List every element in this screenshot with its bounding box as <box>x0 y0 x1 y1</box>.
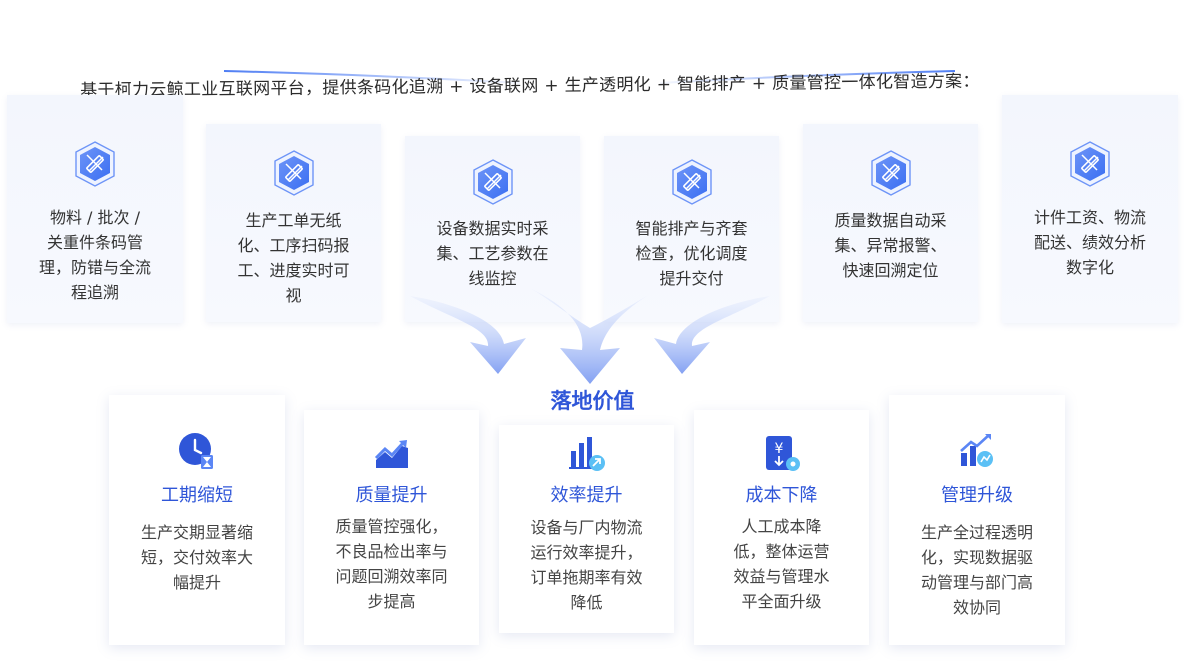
solution-text: 生产工单无纸化、工序扫码报工、进度实时可视 <box>224 208 363 308</box>
solution-card-4: 智能排产与齐套检查，优化调度提升交付 <box>604 136 779 322</box>
pencil-ruler-icon <box>670 158 714 206</box>
bar-chart-arrow-icon <box>567 433 607 473</box>
value-title-text: 效率提升 <box>550 485 623 506</box>
value-card-5: 管理升级生产全过程透明化，实现数据驱动管理与部门高效协同 <box>889 395 1065 645</box>
value-description-line: 动管理与部门高 <box>920 573 1033 592</box>
solution-card-3: 设备数据实时采集、工艺参数在线监控 <box>405 136 580 322</box>
value-description: 生产全过程透明化，实现数据驱动管理与部门高效协同 <box>909 520 1045 620</box>
solution-text-line: 提升交付 <box>659 269 724 288</box>
solution-text-line: 设备数据实时采 <box>436 219 549 238</box>
arrow-left <box>410 296 526 374</box>
value-description-line: 生产全过程透明 <box>920 523 1033 542</box>
yen-gear-icon: ¥ <box>762 434 802 474</box>
value-description-line: 幅提升 <box>172 573 221 592</box>
solution-text: 质量数据自动采集、异常报警、快速回溯定位 <box>821 208 960 283</box>
solution-text-line: 物料 / 批次 / <box>49 208 141 227</box>
solution-text-line: 智能排产与齐套 <box>635 219 748 238</box>
growth-chart-icon <box>957 431 997 471</box>
solution-text: 计件工资、物流配送、绩效分析数字化 <box>1020 205 1160 280</box>
solution-text-line: 化、工序扫码报 <box>237 236 350 255</box>
solution-text-line: 快速回溯定位 <box>842 261 939 280</box>
solution-text-line: 配送、绩效分析 <box>1033 233 1146 252</box>
solution-text-line: 数字化 <box>1065 258 1114 277</box>
solution-text-line: 质量数据自动采 <box>834 211 947 230</box>
solution-card-2: 生产工单无纸化、工序扫码报工、进度实时可视 <box>206 124 381 322</box>
arrow-right <box>654 296 770 374</box>
value-card-1: 工期缩短生产交期显著缩短，交付效率大幅提升 <box>109 395 285 645</box>
value-title-text: 成本下降 <box>745 485 818 506</box>
value-title-text: 工期缩短 <box>161 485 233 506</box>
solution-text: 设备数据实时采集、工艺参数在线监控 <box>423 216 562 291</box>
solution-text: 物料 / 批次 / 关重件条码管理，防错与全流程追溯 <box>25 205 165 305</box>
value-description-line: 不良品检出率与 <box>335 542 448 561</box>
value-description-line: 低，整体运营 <box>733 542 830 561</box>
pencil-ruler-icon <box>1068 140 1112 188</box>
value-description-line: 人工成本降 <box>741 517 822 536</box>
solution-text-line: 检查，优化调度 <box>635 244 748 263</box>
value-description-line: 效益与管理水 <box>733 567 830 586</box>
value-description-line: 订单拖期率有效 <box>530 568 643 587</box>
value-description-line: 化，实现数据驱 <box>920 548 1033 567</box>
solution-text-line: 线监控 <box>468 269 517 288</box>
trend-chart-icon <box>372 434 412 474</box>
intro-header <box>0 64 1185 124</box>
value-title: 落地价值 <box>550 389 635 413</box>
arrow-center <box>530 288 660 384</box>
value-description-line: 运行效率提升， <box>530 543 643 562</box>
solution-card-6: 计件工资、物流配送、绩效分析数字化 <box>1002 95 1178 323</box>
value-description-line: 短，交付效率大 <box>140 548 253 567</box>
value-title-text: 质量提升 <box>355 485 428 506</box>
value-card-3: 效率提升设备与厂内物流运行效率提升， 订单拖期率有效降低 <box>499 425 674 633</box>
pencil-ruler-icon <box>272 149 316 197</box>
clock-hourglass-icon <box>177 431 217 471</box>
value-description-line: 步提高 <box>367 592 416 611</box>
solution-text-line: 计件工资、物流 <box>1033 208 1146 227</box>
value-description: 生产交期显著缩短，交付效率大幅提升 <box>129 520 265 595</box>
value-description-line: 质量管控强化， <box>335 517 448 536</box>
value-description-line: 生产交期显著缩 <box>140 523 253 542</box>
value-title-text: 管理升级 <box>941 485 1013 506</box>
solution-card-5: 质量数据自动采集、异常报警、快速回溯定位 <box>803 124 978 322</box>
solution-text-line: 集、异常报警、 <box>834 236 947 255</box>
solution-text-line: 视 <box>285 286 302 305</box>
solution-text-line: 工、进度实时可 <box>237 261 350 280</box>
pencil-ruler-icon <box>73 140 117 188</box>
solution-text: 智能排产与齐套检查，优化调度提升交付 <box>622 216 761 291</box>
solution-text-line: 关重件条码管 <box>46 233 143 252</box>
value-description-line: 平全面升级 <box>741 592 822 611</box>
solution-text-line: 集、工艺参数在 <box>436 244 549 263</box>
solution-text-line: 理，防错与全流 <box>38 258 151 277</box>
value-description-line: 效协同 <box>952 598 1001 617</box>
value-card-2: 质量提升质量管控强化， 不良品检出率与问题回溯效率同步提高 <box>304 410 479 645</box>
value-description: 人工成本降低，整体运营效益与管理水平全面升级 <box>714 514 849 614</box>
solution-card-1: 物料 / 批次 / 关重件条码管理，防错与全流程追溯 <box>7 95 183 323</box>
convergence-arrows <box>410 288 770 384</box>
header-arc <box>223 70 956 84</box>
solution-text-line: 程追溯 <box>70 283 119 302</box>
value-description-line: 问题回溯效率同 <box>335 567 448 586</box>
value-description-line: 降低 <box>570 593 603 612</box>
value-description: 设备与厂内物流运行效率提升， 订单拖期率有效降低 <box>519 515 654 615</box>
pencil-ruler-icon <box>471 158 515 206</box>
value-description-line: 设备与厂内物流 <box>530 518 643 537</box>
value-card-4: ¥ 成本下降人工成本降低，整体运营效益与管理水平全面升级 <box>694 410 869 645</box>
value-description: 质量管控强化， 不良品检出率与问题回溯效率同步提高 <box>324 514 459 614</box>
svg-text:¥: ¥ <box>774 441 783 457</box>
pencil-ruler-icon <box>869 149 913 197</box>
solution-text-line: 生产工单无纸 <box>245 211 342 230</box>
